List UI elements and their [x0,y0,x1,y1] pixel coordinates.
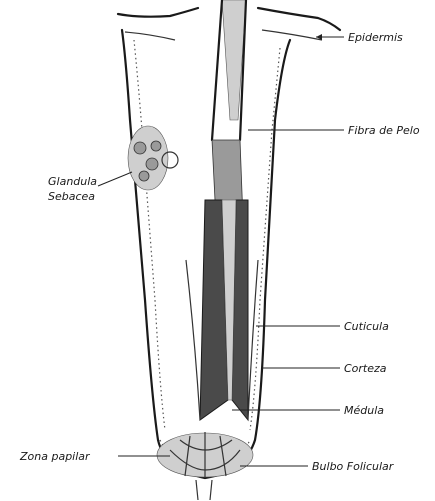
label-zona-papilar: Zona papilar [19,450,91,463]
label-glandula: Glandula [48,175,97,188]
label-fibra-de-pelo: Fibra de Pelo [348,124,420,137]
label-corteza: Corteza [344,362,387,375]
leader-glandula [98,172,132,186]
label-sebacea: Sebacea [48,190,95,203]
follicular-bulb [157,432,253,500]
label-epidermis: Epidermis [348,31,403,44]
hair-shaft [186,0,258,420]
sebaceous-gland [128,126,178,190]
label-cuticula: Cuticula [344,320,389,333]
label-bulbo-folicular: Bulbo Folicular [312,460,395,473]
label-medula: Médula [344,404,384,417]
